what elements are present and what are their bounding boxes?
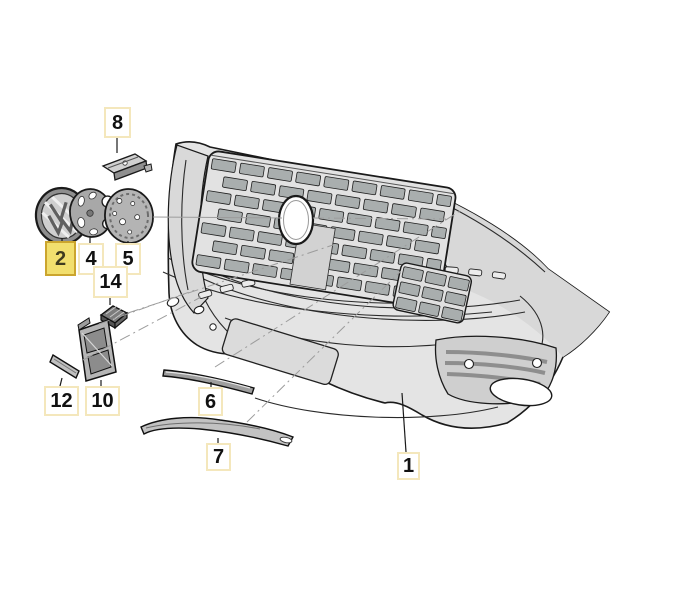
callout-label: 7: [212, 446, 225, 468]
vw-logo-v: [48, 201, 68, 224]
sensor-hole: [209, 323, 217, 331]
mounting-bracket-part[interactable]: [101, 153, 153, 181]
air-grille-insert-part[interactable]: [77, 317, 117, 382]
callout-part-1[interactable]: 1: [397, 452, 420, 480]
filler-strip-part[interactable]: [49, 353, 80, 380]
callout-part-7[interactable]: 7: [206, 443, 231, 471]
callout-part-6[interactable]: 6: [198, 387, 223, 416]
callout-part-8[interactable]: 8: [104, 107, 131, 138]
callout-label: 5: [122, 248, 134, 270]
emblem-hole: [277, 194, 315, 246]
callout-label: 1: [402, 455, 415, 477]
vw-logo-w: [47, 211, 77, 237]
parking-sensor-hole: [531, 357, 543, 369]
callout-part-14[interactable]: 14: [93, 266, 128, 298]
callout-part-12[interactable]: 12: [44, 386, 79, 416]
parking-sensor-hole: [463, 358, 475, 370]
washer-hole: [193, 305, 205, 315]
license-plate-recess: [221, 318, 339, 385]
callout-label: 8: [111, 111, 124, 134]
lower-trim-strip-part[interactable]: [140, 416, 295, 447]
callout-label: 14: [99, 271, 122, 293]
callout-label: 12: [50, 390, 73, 412]
callout-label: 6: [204, 390, 217, 413]
callout-part-2[interactable]: 2: [45, 241, 76, 276]
emblem-mounting-plate-part[interactable]: [67, 186, 118, 240]
callout-label: 10: [91, 390, 114, 412]
callout-part-10[interactable]: 10: [85, 386, 120, 416]
callout-label: 4: [85, 248, 97, 270]
foglight-opening: [489, 377, 553, 407]
callout-part-5[interactable]: 5: [115, 243, 141, 275]
emblem-retainer-part[interactable]: [102, 187, 155, 246]
callout-label: 2: [54, 247, 67, 270]
upper-trim-strip-part[interactable]: [162, 369, 255, 395]
leader-lines: [59, 138, 464, 453]
bumper-face-shade: [433, 193, 609, 357]
grille-lower-extension: [392, 262, 473, 324]
